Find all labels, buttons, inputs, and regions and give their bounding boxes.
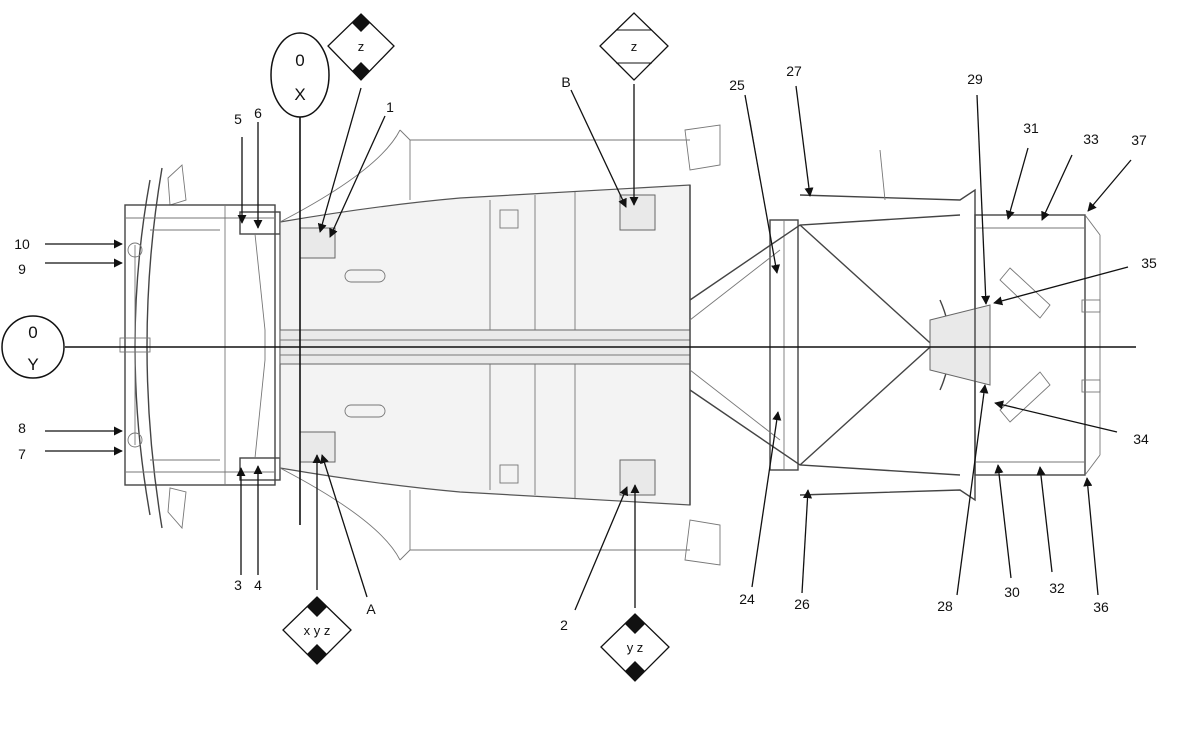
label-point-6: 6 xyxy=(254,105,262,121)
label-point-25: 25 xyxy=(729,77,745,93)
label-point-34: 34 xyxy=(1133,431,1149,447)
y-axis-label-bottom: Y xyxy=(27,355,38,374)
datum-xyz-bottom-label: x y z xyxy=(304,623,331,638)
label-point-10: 10 xyxy=(14,236,30,252)
label-point-8: 8 xyxy=(18,420,26,436)
x-axis-label-top: 0 xyxy=(295,51,304,70)
datum-z-top-center: z xyxy=(599,12,669,81)
label-point-2: 2 xyxy=(560,617,568,633)
label-point-5: 5 xyxy=(234,111,242,127)
label-point-24: 24 xyxy=(739,591,755,607)
label-point-32: 32 xyxy=(1049,580,1065,596)
label-point-29: 29 xyxy=(967,71,983,87)
label-point-28: 28 xyxy=(937,598,953,614)
datum-yz-bottom-label: y z xyxy=(627,640,644,655)
label-point-3: 3 xyxy=(234,577,242,593)
chassis-drawing xyxy=(119,119,1101,566)
label-point-27: 27 xyxy=(786,63,802,79)
label-point-33: 33 xyxy=(1083,131,1099,147)
label-point-35: 35 xyxy=(1141,255,1157,271)
label-point-1: 1 xyxy=(386,99,394,115)
datum-z-top-center-label: z xyxy=(631,39,638,54)
y-axis-reference: 0 Y xyxy=(1,315,1136,379)
x-axis-reference: 0 X xyxy=(270,32,330,525)
y-axis-marker xyxy=(1,315,65,379)
x-axis-marker xyxy=(270,32,330,118)
label-point-7: 7 xyxy=(18,446,26,462)
label-point-B: B xyxy=(561,74,570,90)
datum-z-top-left: z xyxy=(327,13,395,81)
label-point-31: 31 xyxy=(1023,120,1039,136)
x-axis-label-bottom: X xyxy=(294,85,305,104)
datum-z-top-left-label: z xyxy=(358,39,365,54)
leader-lines xyxy=(45,84,1132,611)
label-point-26: 26 xyxy=(794,596,810,612)
label-point-A: A xyxy=(366,601,376,617)
label-point-4: 4 xyxy=(254,577,262,593)
label-point-30: 30 xyxy=(1004,584,1020,600)
label-point-9: 9 xyxy=(18,261,26,277)
y-axis-label-top: 0 xyxy=(28,323,37,342)
label-point-37: 37 xyxy=(1131,132,1147,148)
point-labels: 1 B A 2 5 6 3 4 10 9 8 7 25 27 24 26 29 … xyxy=(14,63,1157,633)
label-point-36: 36 xyxy=(1093,599,1109,615)
datum-yz-bottom: y z xyxy=(600,613,670,682)
datum-xyz-bottom: x y z xyxy=(282,596,352,665)
